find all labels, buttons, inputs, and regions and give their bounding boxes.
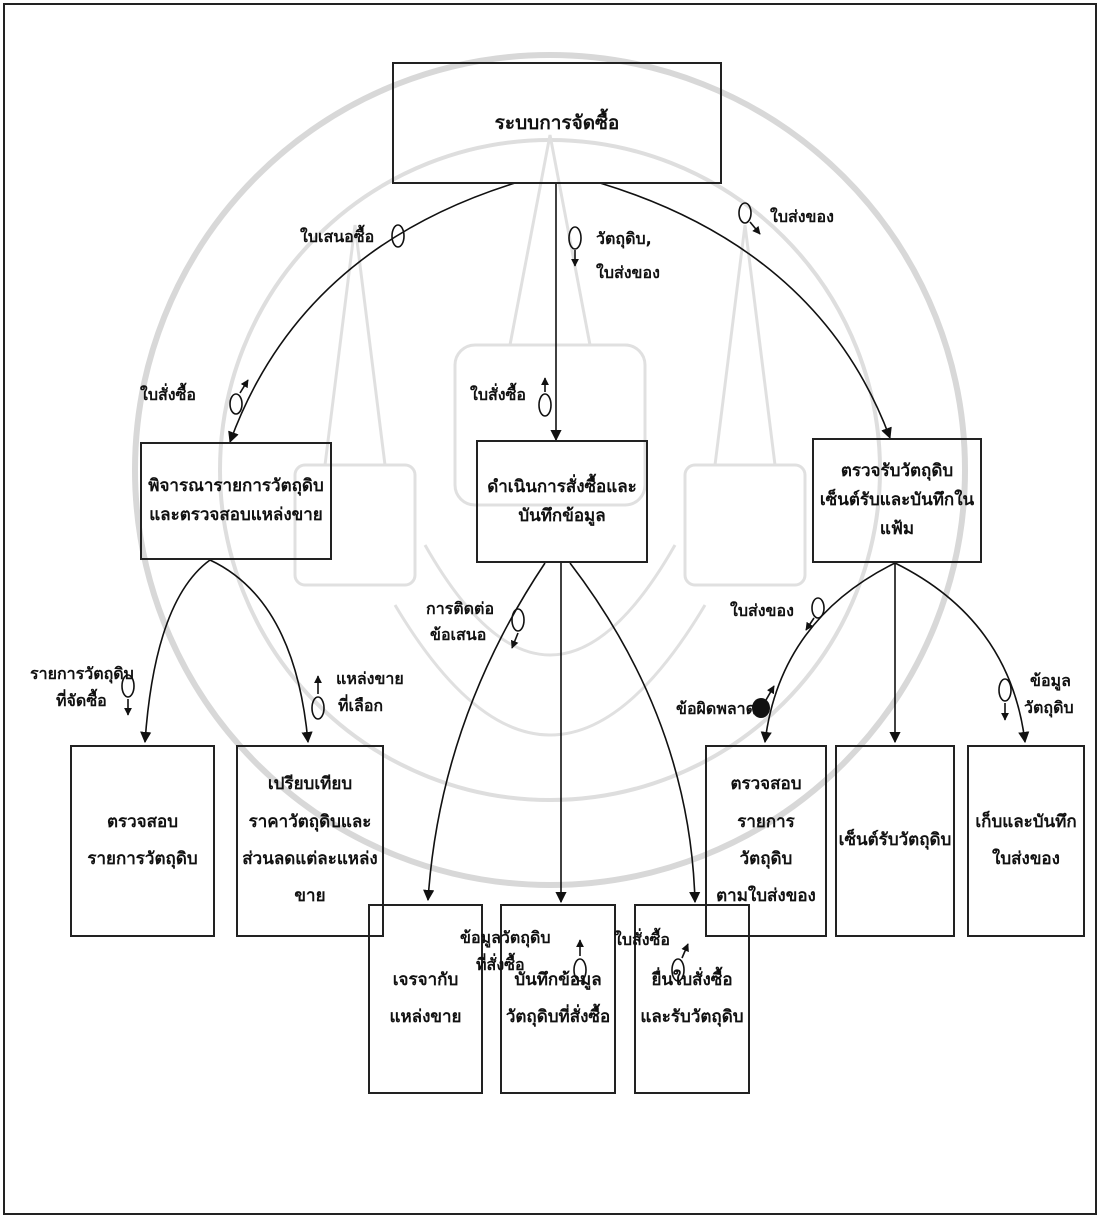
flow-label-vendor: แหล่งขาย bbox=[336, 666, 404, 692]
process-line: พิจารณารายการวัตถุดิบ bbox=[148, 472, 323, 501]
module-line: รายการวัตถุดิบ bbox=[87, 841, 197, 878]
couple-icon-materials bbox=[569, 227, 581, 249]
flow-label-material-list: รายการวัตถุดิบ bbox=[30, 661, 134, 687]
process-receive-materials: ตรวจรับวัตถุดิบ เซ็นต์รับและบันทึกในแฟ้ม bbox=[812, 438, 982, 563]
connector-mid-c bbox=[570, 563, 695, 902]
module-verify-delivery: ตรวจสอบรายการ วัตถุดิบ ตามใบส่งของ bbox=[705, 745, 827, 937]
flow-label-vendor-2: ที่เลือก bbox=[338, 693, 383, 719]
module-line: เก็บและบันทึก bbox=[975, 804, 1076, 841]
module-line: บันทึกข้อมูล bbox=[514, 962, 601, 999]
process-line: และตรวจสอบแหล่งขาย bbox=[149, 501, 323, 530]
couple-icon-vendor bbox=[312, 697, 324, 719]
module-line: วัตถุดิบ bbox=[740, 841, 793, 878]
process-review-materials: พิจารณารายการวัตถุดิบ และตรวจสอบแหล่งขาย bbox=[140, 442, 332, 560]
flow-label-delivery-note-right: ใบส่งของ bbox=[730, 598, 794, 624]
couple-icon-po-left bbox=[230, 394, 242, 414]
flow-label-delivery-note-top: ใบส่งของ bbox=[770, 204, 834, 230]
module-line: ราคาวัตถุดิบและ bbox=[249, 804, 372, 841]
couple-icon-po-mid bbox=[539, 394, 551, 416]
module-line: ตามใบส่งของ bbox=[716, 878, 816, 915]
couple-icon-delivery-top bbox=[739, 203, 751, 223]
flow-label-ordered-data: ข้อมูลวัตถุดิบ bbox=[460, 925, 551, 951]
connector-root-right bbox=[600, 183, 890, 438]
flow-label-error: ข้อผิดพลาด bbox=[676, 696, 756, 722]
module-file-delivery-note: เก็บและบันทึก ใบส่งของ bbox=[967, 745, 1085, 937]
flow-label-materials: วัตถุดิบ, bbox=[596, 226, 652, 252]
module-line: ใบส่งของ bbox=[992, 841, 1060, 878]
module-line: เจรจากับ bbox=[393, 962, 459, 999]
flow-label-materials-delivery: ใบส่งของ bbox=[596, 260, 660, 286]
module-check-materials: ตรวจสอบ รายการวัตถุดิบ bbox=[70, 745, 215, 937]
module-line: ตรวจสอบ bbox=[107, 804, 178, 841]
flow-label-ordered-data-2: ที่สั่งซื้อ bbox=[476, 952, 525, 978]
connector-left-a bbox=[145, 560, 210, 742]
module-line: ส่วนลดแต่ละแหล่งขาย bbox=[238, 841, 382, 916]
module-line: และรับวัตถุดิบ bbox=[640, 999, 743, 1036]
module-line: ยื่นใบสั่งซื้อ bbox=[651, 962, 732, 999]
flow-label-contact: การติดต่อ bbox=[426, 596, 494, 622]
flow-label-purchase-request: ใบเสนอซื้อ bbox=[300, 224, 374, 250]
process-line: ตรวจรับวัตถุดิบ bbox=[841, 457, 953, 486]
module-line: แหล่งขาย bbox=[389, 999, 461, 1036]
connector-left-b bbox=[210, 560, 308, 742]
flow-label-contact-2: ข้อเสนอ bbox=[430, 622, 486, 648]
couple-icon-material-data bbox=[999, 679, 1011, 701]
module-line: เซ็นต์รับวัตถุดิบ bbox=[839, 822, 952, 859]
flow-label-material-data-2: วัตถุดิบ bbox=[1024, 695, 1074, 721]
flow-label-po-left: ใบสั่งซื้อ bbox=[140, 382, 196, 408]
couple-icon-contact bbox=[512, 609, 524, 631]
couple-icon-delivery-right bbox=[812, 598, 824, 618]
flow-label-material-data: ข้อมูล bbox=[1030, 668, 1071, 694]
root-title: ระบบการจัดซื้อ bbox=[495, 107, 620, 139]
process-line: เซ็นต์รับและบันทึกในแฟ้ม bbox=[814, 486, 980, 544]
module-compare-prices: เปรียบเทียบ ราคาวัตถุดิบและ ส่วนลดแต่ละแ… bbox=[236, 745, 384, 937]
module-line: ตรวจสอบรายการ bbox=[707, 766, 825, 841]
root-module: ระบบการจัดซื้อ bbox=[392, 62, 722, 184]
module-line: เปรียบเทียบ bbox=[268, 766, 352, 803]
module-sign-receipt: เซ็นต์รับวัตถุดิบ bbox=[835, 745, 955, 937]
process-line: ดำเนินการสั่งซื้อและ bbox=[487, 473, 637, 502]
flow-label-material-list-2: ที่จัดซื้อ bbox=[56, 688, 107, 714]
process-order-record: ดำเนินการสั่งซื้อและ บันทึกข้อมูล bbox=[476, 440, 648, 563]
flow-label-po-mid: ใบสั่งซื้อ bbox=[470, 382, 526, 408]
connector-right-a bbox=[765, 563, 895, 742]
flow-label-po-bottom: ใบสั่งซื้อ bbox=[614, 927, 670, 953]
process-line: บันทึกข้อมูล bbox=[518, 502, 605, 531]
module-line: วัตถุดิบที่สั่งซื้อ bbox=[506, 999, 610, 1036]
